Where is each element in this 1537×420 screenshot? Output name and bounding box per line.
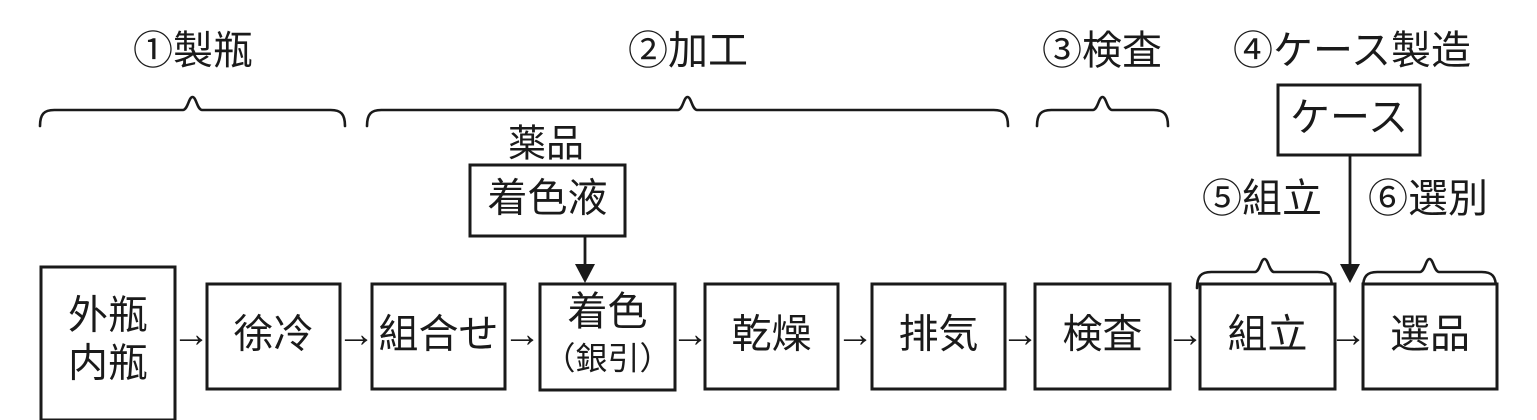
section-brace-s5 <box>1195 257 1334 290</box>
section-label-s1: ①製瓶 <box>133 28 253 73</box>
process-box-p3[interactable] <box>370 282 507 391</box>
brace-group <box>38 95 1498 290</box>
process-box-label-p1: 内瓶 <box>68 341 148 386</box>
flow-arrow-icon-a7: → <box>1166 314 1204 356</box>
process-box-label-p2: 徐冷 <box>234 312 314 357</box>
flow-arrow-icon-a4: → <box>671 314 709 356</box>
section-brace-s3 <box>1035 95 1170 128</box>
flow-arrow-icon-a6: → <box>1001 314 1039 356</box>
process-box-p1[interactable] <box>39 265 177 420</box>
process-box-label-p3: 組合せ <box>379 312 499 357</box>
section-label-s5: ⑤組立 <box>1202 176 1322 221</box>
section-brace-s1 <box>38 95 347 128</box>
flow-arrow-icon-a8: → <box>1329 314 1367 356</box>
flow-arrow-icon-a5: → <box>836 314 874 356</box>
process-box-p8[interactable] <box>1198 282 1337 391</box>
box-group <box>39 83 1499 420</box>
process-box-p4[interactable] <box>538 282 677 392</box>
flow-arrow-icon-a3: → <box>503 314 541 356</box>
flow-arrow-icon-a2: → <box>337 314 375 356</box>
drop-arrow-head-d1 <box>575 264 595 283</box>
process-box-p5[interactable] <box>703 282 840 391</box>
process-box-p7[interactable] <box>1033 282 1172 391</box>
process-box-label-p1: 外瓶 <box>68 293 148 338</box>
process-box-label-p5: 乾燥 <box>732 312 812 357</box>
section-brace-s2 <box>365 95 1010 128</box>
section-label-s3: ③検査 <box>1042 28 1162 73</box>
process-box-sublabel-p4: （銀引） <box>543 340 671 376</box>
process-box-p6[interactable] <box>870 282 1007 391</box>
aux-box-label-case: ケース <box>1290 95 1408 140</box>
flow-arrow-icon-a1: → <box>172 314 210 356</box>
aux-box-label-colorant: 着色液 <box>488 176 608 221</box>
section-brace-s6 <box>1361 257 1498 290</box>
process-box-label-p9: 選品 <box>1390 312 1470 357</box>
section-label-s6: ⑥選別 <box>1368 176 1488 221</box>
process-box-label-p6: 排気 <box>899 312 979 357</box>
section-label-s2: ②加工 <box>628 28 748 73</box>
aux-box-colorant[interactable] <box>468 163 627 238</box>
arrow-group: → → → → → → → → <box>172 155 1367 356</box>
caption-c1: 薬品 <box>508 124 584 166</box>
process-box-label-p7: 検査 <box>1063 312 1143 357</box>
process-box-p2[interactable] <box>205 282 342 391</box>
section-label-s4: ④ケース製造 <box>1233 28 1471 73</box>
process-box-label-p4: 着色 <box>568 289 648 334</box>
process-box-p9[interactable] <box>1361 282 1499 391</box>
drop-arrow-head-d2 <box>1340 264 1360 283</box>
process-box-label-p8: 組立 <box>1228 312 1308 357</box>
